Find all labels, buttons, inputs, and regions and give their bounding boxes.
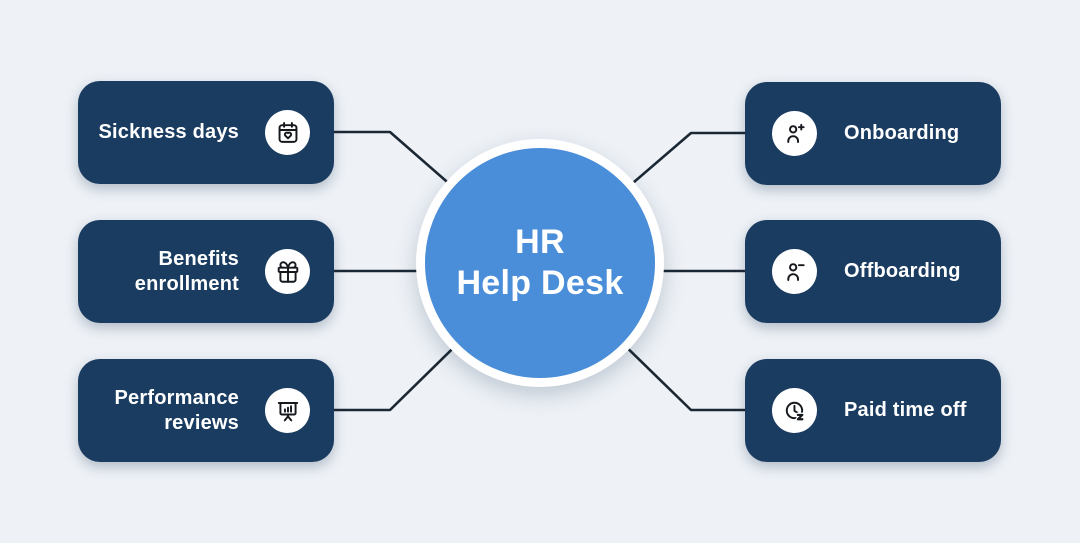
hub-title-line1: HR xyxy=(515,223,565,262)
user-minus-icon xyxy=(786,262,805,281)
clock-snooze-icon xyxy=(785,401,805,422)
icon-circle xyxy=(265,388,310,433)
icon-circle xyxy=(772,249,817,294)
node-offboarding: Offboarding xyxy=(745,220,1001,323)
node-performance-reviews: Performance reviews xyxy=(78,359,334,462)
node-benefits-enrollment: Benefits enrollment xyxy=(78,220,334,323)
user-plus-icon xyxy=(786,123,805,143)
gift-icon xyxy=(277,260,298,283)
hub-title-line2: Help Desk xyxy=(456,264,624,302)
calendar-heart-icon xyxy=(278,121,297,143)
presentation-chart-icon xyxy=(277,401,298,421)
hub-circle: HR Help Desk xyxy=(416,139,664,387)
node-label: Sickness days xyxy=(98,121,239,143)
hub-title: HR Help Desk xyxy=(456,222,623,304)
icon-circle xyxy=(265,110,310,155)
node-label: Offboarding xyxy=(844,260,961,282)
node-label: Onboarding xyxy=(844,122,960,144)
node-onboarding: Onboarding xyxy=(745,82,1001,185)
node-sickness-days: Sickness days xyxy=(78,81,334,184)
node-label: Benefits enrollment xyxy=(134,247,239,295)
icon-circle xyxy=(265,249,310,294)
node-paid-time-off: Paid time off xyxy=(745,359,1001,462)
icon-circle xyxy=(772,111,817,156)
node-label: Performance reviews xyxy=(114,386,239,434)
node-label: Paid time off xyxy=(844,399,967,421)
icon-circle xyxy=(772,388,817,433)
